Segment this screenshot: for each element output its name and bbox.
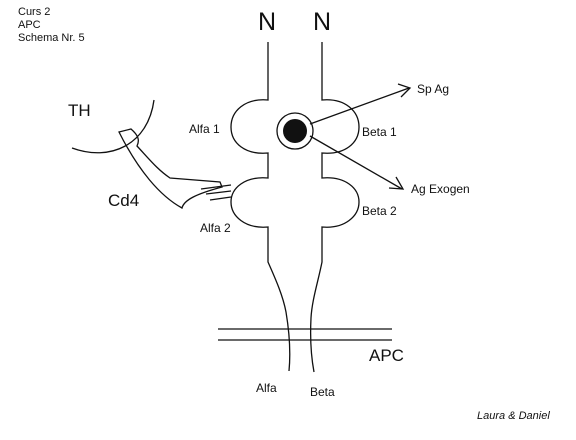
cd4-binding-bond-2	[205, 190, 232, 195]
peptide-antigen	[283, 119, 307, 143]
alfa1-label: Alfa 1	[189, 122, 220, 136]
apc-label: APC	[369, 346, 404, 365]
alfa-chain-outline	[230, 42, 291, 372]
beta1-label: Beta 1	[362, 125, 397, 139]
arrow-sp-ag-head	[397, 83, 412, 98]
th-cell-membrane	[71, 99, 155, 154]
ag-exogen-label: Ag Exogen	[411, 182, 470, 196]
header-course: Curs 2	[18, 6, 50, 18]
author-signature: Laura & Daniel	[477, 410, 550, 422]
cd4-label: Cd4	[108, 191, 139, 210]
alfa-chain-label: Alfa	[256, 381, 277, 395]
cd4-binding-bond-3	[209, 196, 232, 201]
arrow-ag-exogen-head	[388, 176, 405, 190]
beta-chain-label: Beta	[310, 385, 335, 399]
beta-chain-outline	[309, 42, 360, 373]
sp-ag-label: Sp Ag	[417, 82, 449, 96]
th-label: TH	[68, 101, 91, 120]
arrow-sp-ag-line	[309, 87, 410, 125]
cd4-binding-bond-1	[200, 184, 232, 190]
cd4-molecule	[118, 128, 223, 209]
alfa2-label: Alfa 2	[200, 221, 231, 235]
n-terminus-beta-label: N	[313, 8, 331, 36]
peptide-groove-ring	[276, 112, 314, 150]
header-schema: Schema Nr. 5	[18, 32, 85, 44]
n-terminus-alfa-label: N	[258, 8, 276, 36]
header-topic: APC	[18, 19, 41, 31]
arrow-ag-exogen-line	[309, 135, 403, 190]
beta2-label: Beta 2	[362, 204, 397, 218]
